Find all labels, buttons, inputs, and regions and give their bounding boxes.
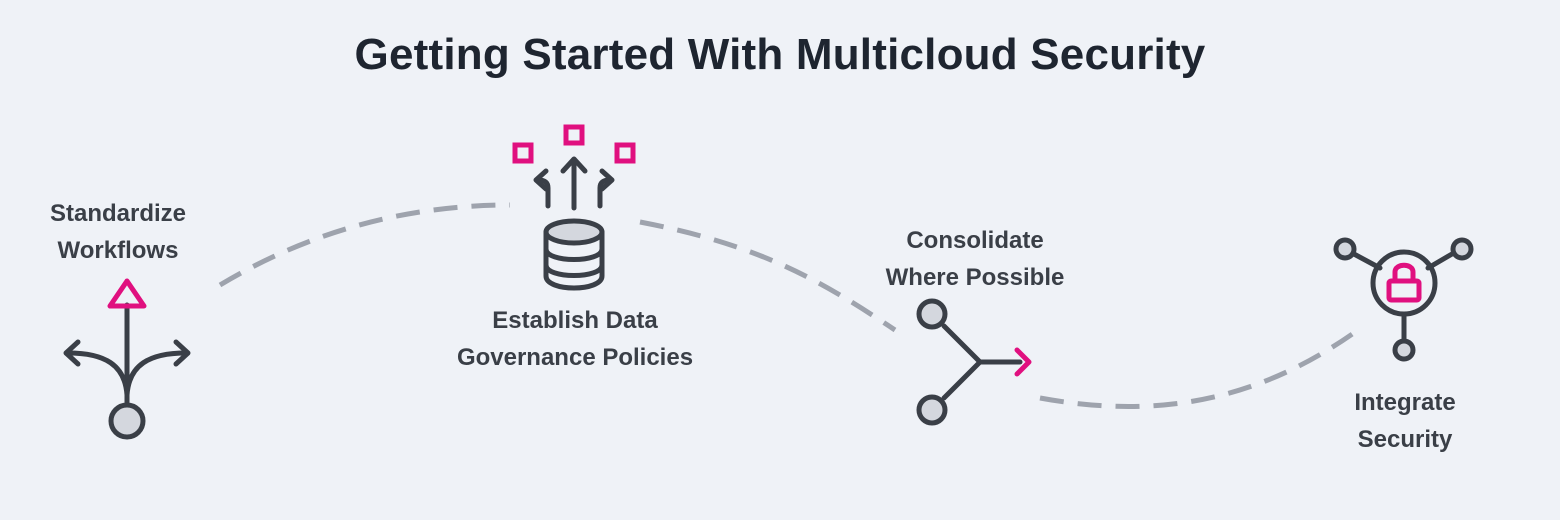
branching-arrows-icon (63, 302, 191, 440)
step-label-line: Security (1357, 426, 1453, 453)
step-label-line: Governance Policies (456, 344, 694, 371)
merge-arrowhead-icon (1014, 347, 1032, 377)
dashed-path-segment-3 (1039, 327, 1360, 409)
dashed-path-segment-2 (639, 219, 897, 333)
step-label-line: Establish Data (492, 307, 658, 334)
upload-arrows-icon (533, 156, 615, 211)
data-squares-icon (512, 124, 636, 164)
merge-arrow-icon (916, 298, 1023, 426)
step-label-standardize-workflows: Standardize Workflows (28, 195, 208, 269)
dashed-path-segment-1 (218, 202, 511, 288)
database-icon (543, 218, 605, 291)
triangle-marker-icon (107, 278, 147, 309)
step-label-line: Workflows (57, 237, 179, 264)
step-label-line: Consolidate (906, 227, 1044, 254)
step-label-data-governance: Establish Data Governance Policies (410, 302, 740, 376)
step-label-consolidate: Consolidate Where Possible (850, 222, 1100, 296)
page-title: Getting Started With Multicloud Security (354, 30, 1206, 79)
step-label-integrate-security: Integrate Security (1300, 384, 1510, 458)
step-label-line: Where Possible (885, 264, 1065, 291)
lock-network-icon (1333, 237, 1474, 362)
step-label-line: Standardize (49, 200, 187, 227)
lock-icon (1386, 262, 1422, 303)
step-label-line: Integrate (1354, 389, 1456, 416)
